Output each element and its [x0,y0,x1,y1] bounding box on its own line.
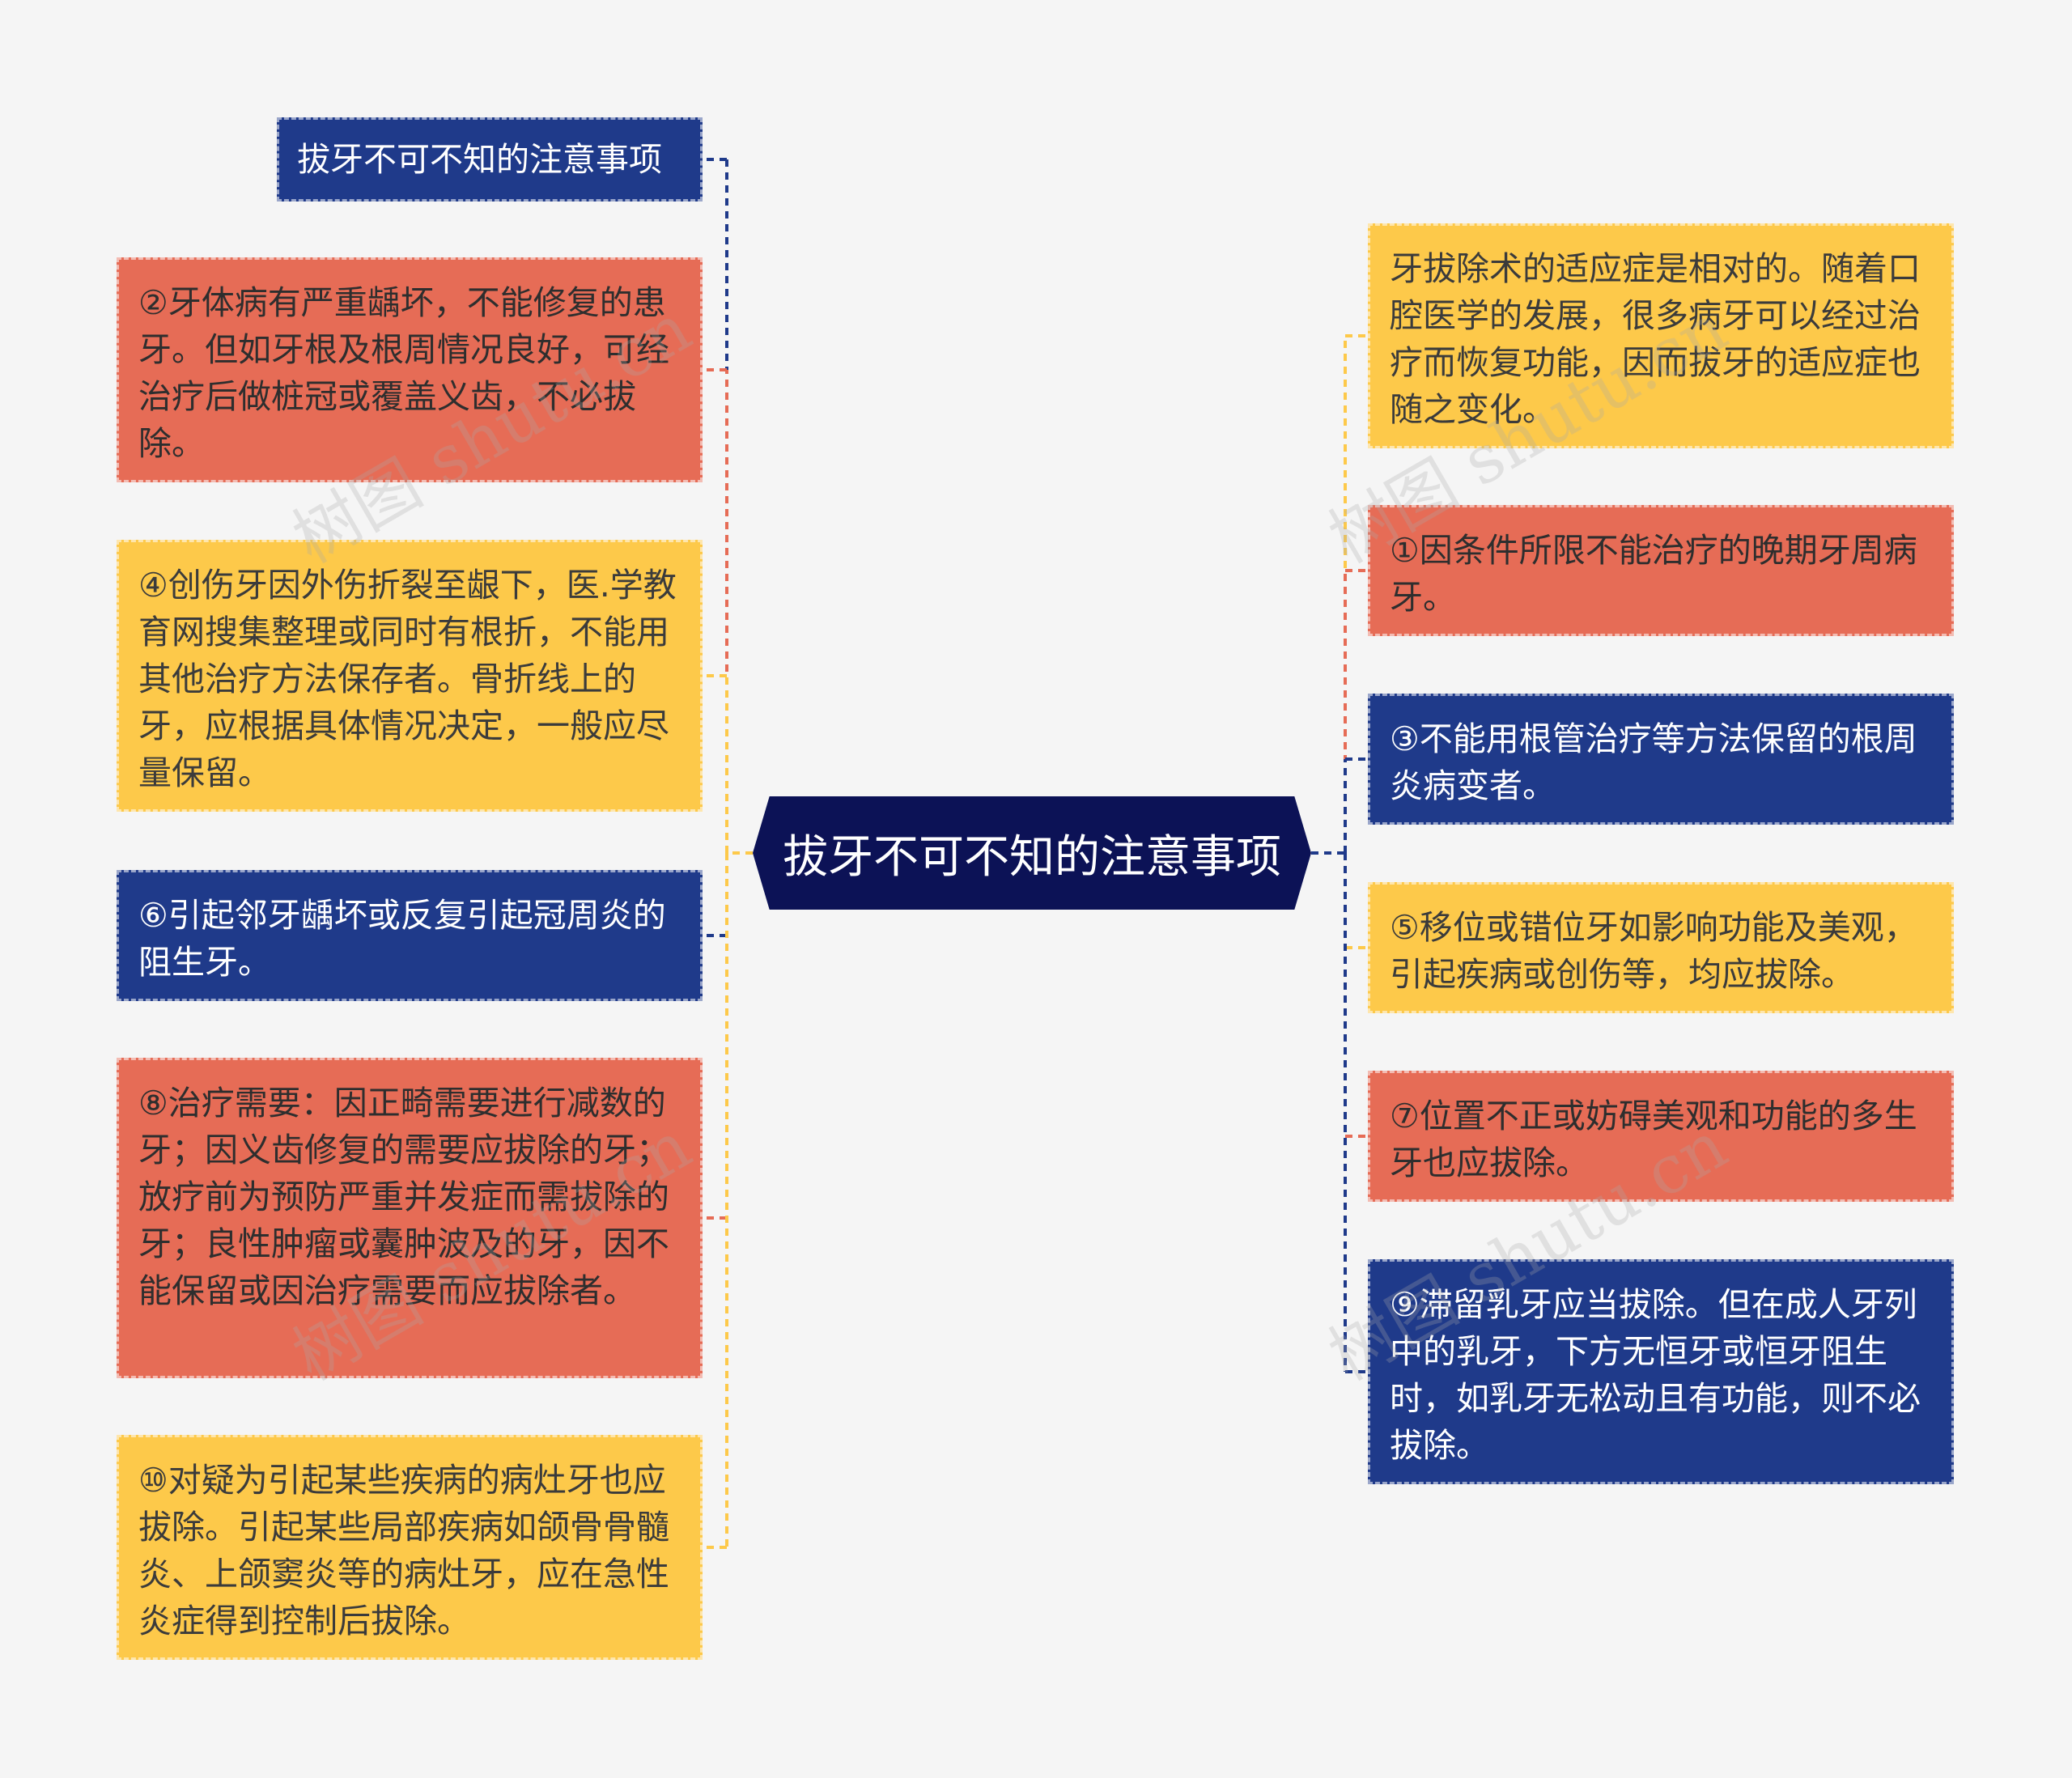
topic-node-2[interactable]: ②牙体病有严重龋坏，不能修复的患牙。但如牙根及根周情况良好，可经治疗后做桩冠或覆… [117,257,703,482]
topic-node-text: ⑥引起邻牙龋坏或反复引起冠周炎的阻生牙。 [138,896,666,982]
topic-node-7[interactable]: ⑦位置不正或妨碍美观和功能的多生牙也应拔除。 [1368,1071,1954,1202]
topic-node-text: ③不能用根管治疗等方法保留的根周炎病变者。 [1390,719,1917,805]
topic-node-9[interactable]: ⑨滞留乳牙应当拔除。但在成人牙列中的乳牙，下方无恒牙或恒牙阻生时，如乳牙无松动且… [1368,1259,1954,1484]
topic-node-text: ⑨滞留乳牙应当拔除。但在成人牙列中的乳牙，下方无恒牙或恒牙阻生时，如乳牙无松动且… [1390,1285,1921,1465]
topic-node-title-copy[interactable]: 拔牙不可不知的注意事项 [277,117,703,202]
topic-node-text: ⑩对疑为引起某些疾病的病灶牙也应拔除。引起某些局部疾病如颌骨骨髓炎、上颌窦炎等的… [138,1461,669,1640]
central-topic-label: 拔牙不可不知的注意事项 [783,830,1281,884]
topic-node-intro[interactable]: 牙拔除术的适应症是相对的。随着口腔医学的发展，很多病牙可以经过治疗而恢复功能，因… [1368,223,1954,448]
topic-node-text: 牙拔除术的适应症是相对的。随着口腔医学的发展，很多病牙可以经过治疗而恢复功能，因… [1390,249,1921,429]
topic-node-1[interactable]: ①因条件所限不能治疗的晚期牙周病牙。 [1368,505,1954,636]
topic-node-6[interactable]: ⑥引起邻牙龋坏或反复引起冠周炎的阻生牙。 [117,870,703,1001]
topic-node-text: ②牙体病有严重龋坏，不能修复的患牙。但如牙根及根周情况良好，可经治疗后做桩冠或覆… [138,283,669,463]
topic-node-8[interactable]: ⑧治疗需要：因正畸需要进行减数的牙；因义齿修复的需要应拔除的牙；放疗前为预防严重… [117,1058,703,1378]
topic-node-text: ⑧治疗需要：因正畸需要进行减数的牙；因义齿修复的需要应拔除的牙；放疗前为预防严重… [138,1084,669,1310]
central-topic[interactable]: 拔牙不可不知的注意事项 [753,796,1311,910]
topic-node-3[interactable]: ③不能用根管治疗等方法保留的根周炎病变者。 [1368,694,1954,825]
topic-node-text: ⑦位置不正或妨碍美观和功能的多生牙也应拔除。 [1390,1097,1917,1182]
topic-node-text: ⑤移位或错位牙如影响功能及美观，引起疾病或创伤等，均应拔除。 [1390,908,1917,994]
topic-node-10[interactable]: ⑩对疑为引起某些疾病的病灶牙也应拔除。引起某些局部疾病如颌骨骨髓炎、上颌窦炎等的… [117,1435,703,1660]
topic-node-text: ④创伤牙因外伤折裂至龈下，医.学教育网搜集整理或同时有根折，不能用其他治疗方法保… [138,566,677,792]
topic-node-4[interactable]: ④创伤牙因外伤折裂至龈下，医.学教育网搜集整理或同时有根折，不能用其他治疗方法保… [117,540,703,812]
topic-node-5[interactable]: ⑤移位或错位牙如影响功能及美观，引起疾病或创伤等，均应拔除。 [1368,882,1954,1013]
topic-node-text: ①因条件所限不能治疗的晚期牙周病牙。 [1390,531,1917,617]
topic-node-text: 拔牙不可不知的注意事项 [297,140,662,179]
